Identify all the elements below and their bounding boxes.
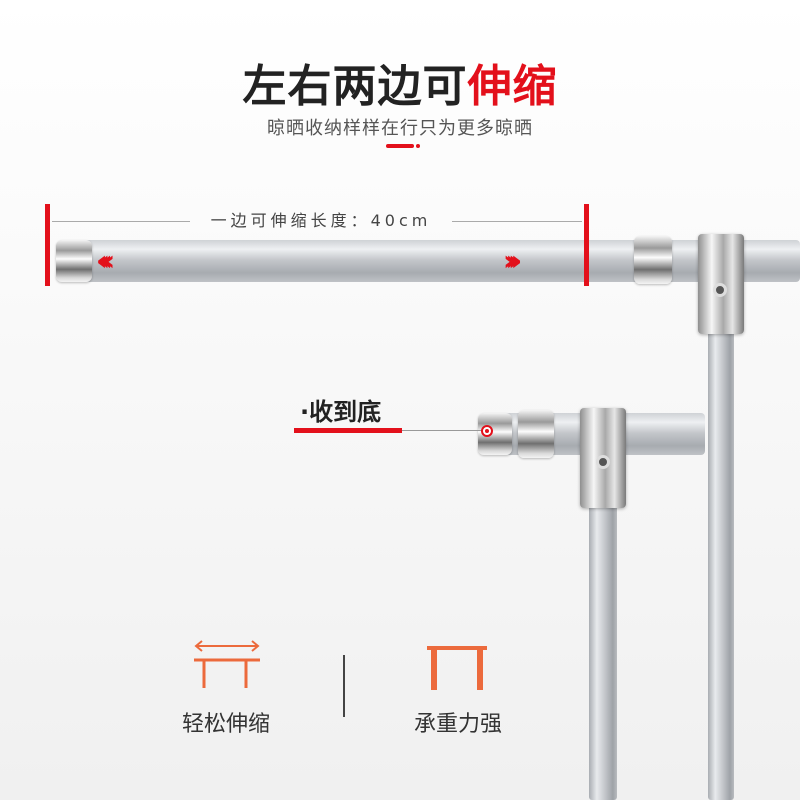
collapsed-collar — [518, 410, 554, 458]
arrow-left-icon: ‹‹‹‹ — [96, 244, 115, 277]
collapsed-pointer-line — [402, 430, 484, 431]
feature-divider — [343, 655, 345, 717]
end-cap-left — [56, 240, 92, 282]
title-dash-decoration — [386, 144, 420, 148]
collapsed-screw-hole — [596, 455, 610, 469]
feature-label-load: 承重力强 — [413, 712, 502, 737]
feature-label-telescopic: 轻松伸缩 — [181, 712, 270, 737]
collapsed-label: ·收到底 — [300, 398, 382, 426]
measure-bar-left — [45, 204, 50, 286]
collapsed-pointer-dot — [481, 425, 493, 437]
joint-screw-hole — [713, 283, 727, 297]
arrow-right-icon: ›››› — [503, 244, 522, 277]
vertical-pole-front — [589, 470, 617, 800]
measure-bar-right — [584, 204, 589, 286]
collapsed-underline — [294, 428, 402, 433]
telescopic-icon — [192, 638, 262, 698]
page-title: 左右两边可伸缩 — [0, 50, 800, 114]
page-subtitle: 晾晒收纳样样在行只为更多晾晒 — [267, 118, 533, 139]
sleeve-collar — [634, 236, 672, 284]
title-main: 左右两边可 — [242, 61, 468, 112]
load-bearing-icon — [425, 640, 489, 698]
vertical-pole-back — [708, 270, 734, 800]
measure-label: 一边可伸缩长度：40cm — [190, 210, 452, 232]
horizontal-rod-extended — [58, 240, 800, 282]
title-accent: 伸缩 — [467, 61, 558, 112]
